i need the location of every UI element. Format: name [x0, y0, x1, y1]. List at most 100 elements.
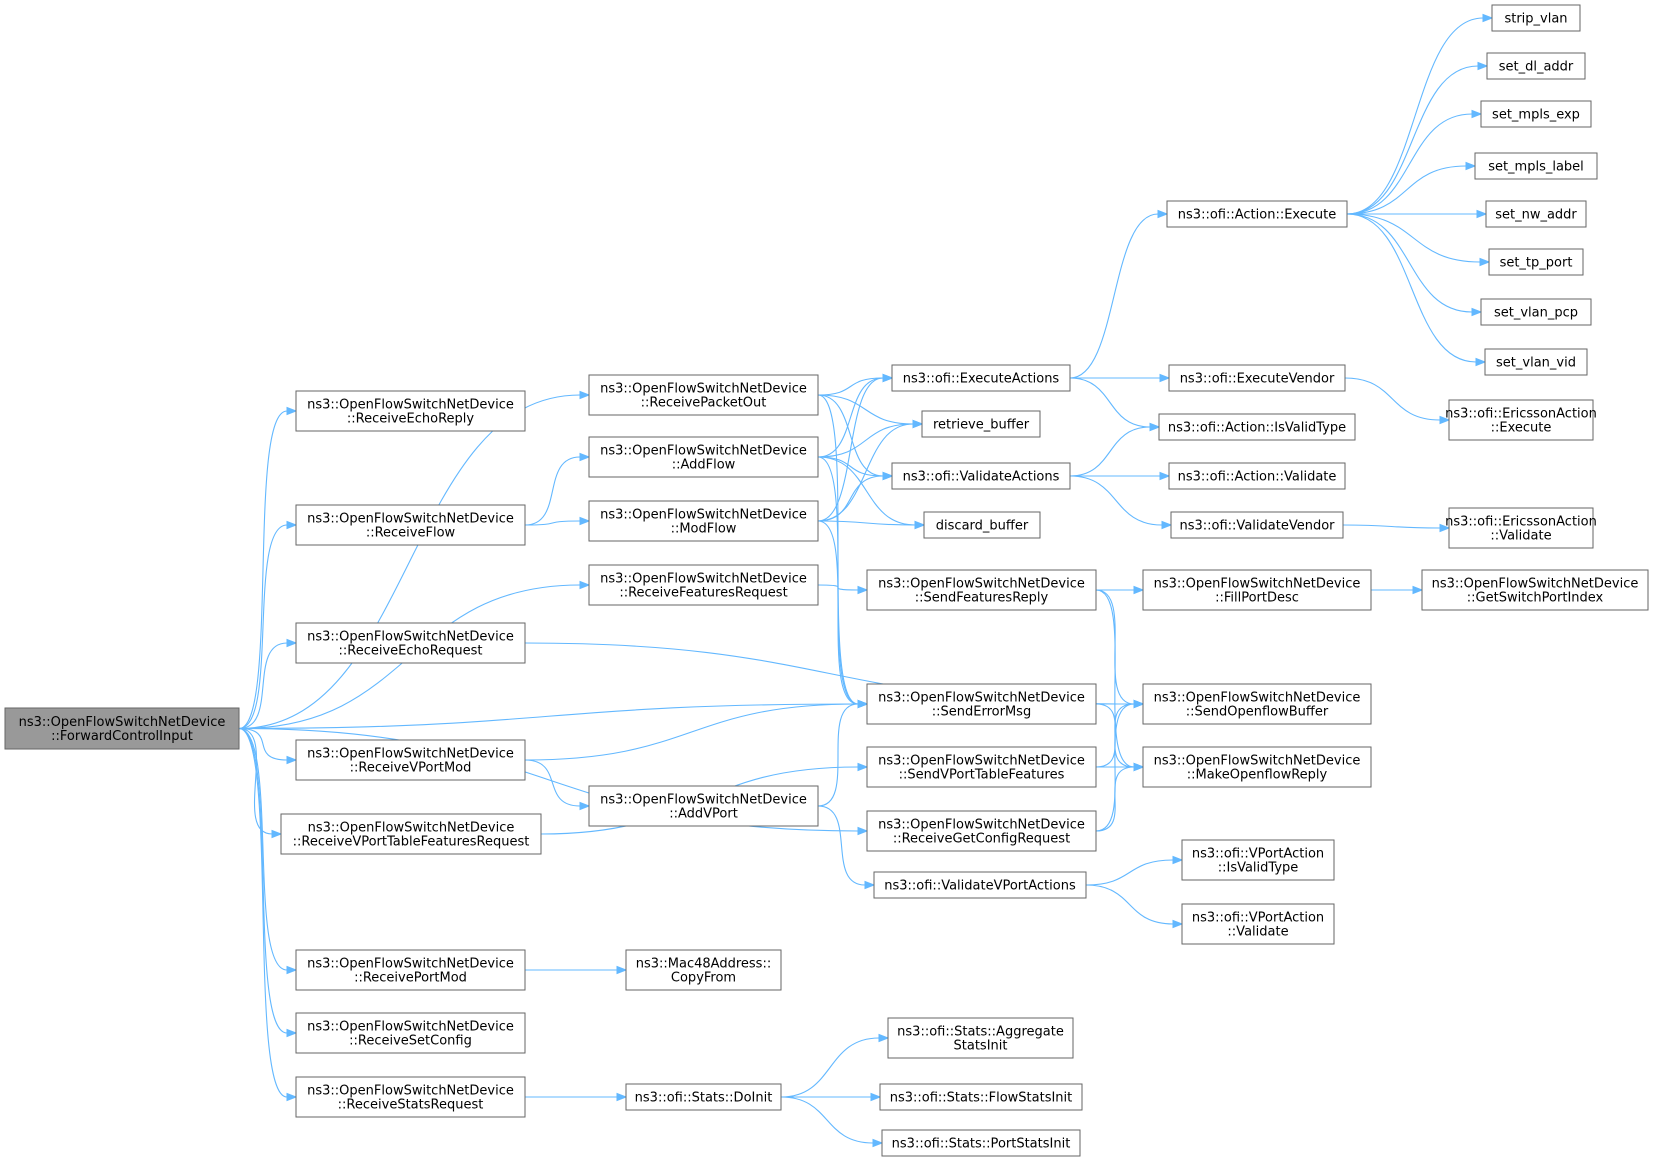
function-node-vpv[interactable]: ns3::ofi::VPortAction::Validate	[1181, 903, 1335, 945]
node-label-line: ::Validate	[1227, 925, 1288, 940]
node-label-line: ::ReceiveVPortMod	[350, 761, 472, 776]
function-node-svptf[interactable]: ns3::OpenFlowSwitchNetDevice::SendVPortT…	[866, 746, 1097, 788]
function-node-rf[interactable]: ns3::OpenFlowSwitchNetDevice::ReceiveFlo…	[295, 504, 526, 546]
function-node-mf[interactable]: ns3::OpenFlowSwitchNetDevice::ModFlow	[588, 500, 819, 542]
function-node-sfr[interactable]: ns3::OpenFlowSwitchNetDevice::SendFeatur…	[866, 569, 1097, 611]
node-label-line: ::SendOpenflowBuffer	[1186, 705, 1329, 720]
node-box	[1491, 4, 1581, 32]
function-node-af[interactable]: ns3::OpenFlowSwitchNetDevice::AddFlow	[588, 436, 819, 478]
call-edge	[524, 759, 591, 811]
function-node-eaex[interactable]: ns3::ofi::EricssonAction::Execute	[1445, 399, 1597, 441]
edge-line	[1069, 426, 1151, 477]
function-node-ev[interactable]: ns3::ofi::ExecuteVendor	[1168, 364, 1346, 392]
function-node-ea[interactable]: ns3::ofi::ExecuteActions	[891, 364, 1071, 392]
edge-line	[524, 703, 859, 761]
arrowhead-icon	[1475, 357, 1487, 367]
edge-line	[817, 456, 916, 526]
function-node-psi[interactable]: ns3::ofi::Stats::PortStatsInit	[881, 1129, 1081, 1157]
call-edge	[238, 638, 298, 730]
function-node-aivt[interactable]: ns3::ofi::Action::IsValidType	[1158, 413, 1356, 441]
node-box	[866, 810, 1097, 852]
function-node-rb[interactable]: retrieve_buffer	[921, 410, 1041, 438]
function-node-rpo[interactable]: ns3::OpenFlowSwitchNetDevice::ReceivePac…	[588, 374, 819, 416]
arrowhead-icon	[616, 1092, 628, 1102]
function-node-mcf[interactable]: ns3::Mac48Address::CopyFrom	[625, 949, 782, 991]
arrowhead-icon	[1149, 422, 1161, 432]
call-edge	[1344, 377, 1451, 425]
arrowhead-icon	[1465, 161, 1477, 171]
function-node-sob[interactable]: ns3::OpenFlowSwitchNetDevice::SendOpenfl…	[1142, 683, 1372, 725]
call-edge	[1347, 209, 1488, 219]
call-edge	[1069, 377, 1161, 432]
function-node-av[interactable]: ns3::ofi::Action::Validate	[1168, 462, 1346, 490]
function-node-eav[interactable]: ns3::ofi::EricssonAction::Validate	[1445, 507, 1597, 549]
edge-line	[1095, 703, 1135, 832]
function-node-stp[interactable]: set_tp_port	[1488, 248, 1584, 276]
function-node-sda[interactable]: set_dl_addr	[1486, 52, 1586, 80]
function-node-rpm[interactable]: ns3::OpenFlowSwitchNetDevice::ReceivePor…	[295, 949, 526, 991]
function-node-va[interactable]: ns3::ofi::ValidateActions	[891, 462, 1071, 490]
function-node-rer[interactable]: ns3::OpenFlowSwitchNetDevice::ReceiveEch…	[295, 390, 526, 432]
function-node-vvpa[interactable]: ns3::ofi::ValidateVPortActions	[873, 871, 1087, 899]
function-node-gspi[interactable]: ns3::OpenFlowSwitchNetDevice::GetSwitchP…	[1421, 569, 1649, 611]
edge-line	[524, 520, 581, 526]
node-label-line: ::IsValidType	[1218, 861, 1299, 876]
node-box	[891, 364, 1071, 392]
function-node-rsr[interactable]: ns3::OpenFlowSwitchNetDevice::ReceiveSta…	[295, 1076, 526, 1118]
function-node-fpd[interactable]: ns3::OpenFlowSwitchNetDevice::FillPortDe…	[1142, 569, 1372, 611]
node-label-line: ns3::ofi::Stats::Aggregate	[897, 1025, 1064, 1040]
function-node-sdi[interactable]: ns3::ofi::Stats::DoInit	[625, 1083, 782, 1111]
node-label-line: ns3::ofi::EricssonAction	[1445, 407, 1597, 422]
node-label-line: ns3::ofi::Stats::FlowStatsInit	[890, 1091, 1073, 1106]
node-label-line: ::AddFlow	[672, 458, 736, 473]
arrowhead-icon	[1157, 209, 1169, 219]
node-box	[1480, 298, 1592, 326]
function-node-root[interactable]: ns3::OpenFlowSwitchNetDevice::ForwardCon…	[4, 707, 240, 750]
function-node-rfr[interactable]: ns3::OpenFlowSwitchNetDevice::ReceiveFea…	[588, 564, 819, 606]
node-box	[1181, 903, 1335, 945]
function-node-rgcr[interactable]: ns3::OpenFlowSwitchNetDevice::ReceiveGet…	[866, 810, 1097, 852]
edge-line	[524, 759, 581, 807]
edge-line	[238, 524, 288, 730]
node-label-line: ns3::ofi::EricssonAction	[1445, 515, 1597, 530]
edge-line	[238, 727, 288, 1034]
function-node-vpivt[interactable]: ns3::ofi::VPortAction::IsValidType	[1181, 839, 1335, 881]
node-label-line: ns3::OpenFlowSwitchNetDevice	[307, 1084, 514, 1099]
function-node-fsi[interactable]: ns3::ofi::Stats::FlowStatsInit	[879, 1083, 1083, 1111]
function-node-rsc[interactable]: ns3::OpenFlowSwitchNetDevice::ReceiveSet…	[295, 1012, 526, 1054]
function-node-aex[interactable]: ns3::ofi::Action::Execute	[1166, 200, 1348, 228]
arrowhead-icon	[882, 373, 894, 383]
arrowhead-icon	[870, 1092, 882, 1102]
edge-line	[1069, 213, 1159, 379]
node-label-line: ns3::Mac48Address::	[636, 957, 771, 972]
function-node-svv[interactable]: set_vlan_vid	[1484, 348, 1588, 376]
node-label-line: ns3::OpenFlowSwitchNetDevice	[600, 382, 807, 397]
function-node-svp[interactable]: set_vlan_pcp	[1480, 298, 1592, 326]
edge-line	[1346, 213, 1477, 363]
node-label-line: ::ReceiveStatsRequest	[338, 1098, 484, 1113]
node-label-line: ns3::OpenFlowSwitchNetDevice	[1154, 577, 1361, 592]
function-node-sme[interactable]: set_mpls_exp	[1480, 100, 1592, 128]
function-node-sml[interactable]: set_mpls_label	[1474, 152, 1598, 180]
arrowhead-icon	[1172, 855, 1184, 865]
function-node-avp[interactable]: ns3::OpenFlowSwitchNetDevice::AddVPort	[588, 785, 819, 827]
function-node-sv[interactable]: strip_vlan	[1491, 4, 1581, 32]
function-node-sna[interactable]: set_nw_addr	[1485, 200, 1587, 228]
edge-line	[238, 394, 581, 730]
function-node-vv[interactable]: ns3::ofi::ValidateVendor	[1170, 511, 1344, 539]
function-node-sem[interactable]: ns3::OpenFlowSwitchNetDevice::SendErrorM…	[866, 683, 1097, 725]
function-node-mor[interactable]: ns3::OpenFlowSwitchNetDevice::MakeOpenfl…	[1142, 746, 1372, 788]
function-node-rvpm[interactable]: ns3::OpenFlowSwitchNetDevice::ReceiveVPo…	[295, 739, 526, 781]
edge-line	[238, 642, 288, 730]
node-box	[280, 813, 542, 855]
edge-line	[1346, 213, 1481, 263]
edge-line	[817, 423, 914, 458]
call-edge	[1346, 213, 1483, 317]
edge-line	[780, 1037, 880, 1098]
function-node-reqr[interactable]: ns3::OpenFlowSwitchNetDevice::ReceiveEch…	[295, 622, 526, 664]
node-label-line: ns3::ofi::VPortAction	[1192, 911, 1324, 926]
function-node-rvptfr[interactable]: ns3::OpenFlowSwitchNetDevice::ReceiveVPo…	[280, 813, 542, 855]
function-node-db[interactable]: discard_buffer	[923, 511, 1041, 539]
node-label-line: set_mpls_exp	[1492, 108, 1580, 123]
